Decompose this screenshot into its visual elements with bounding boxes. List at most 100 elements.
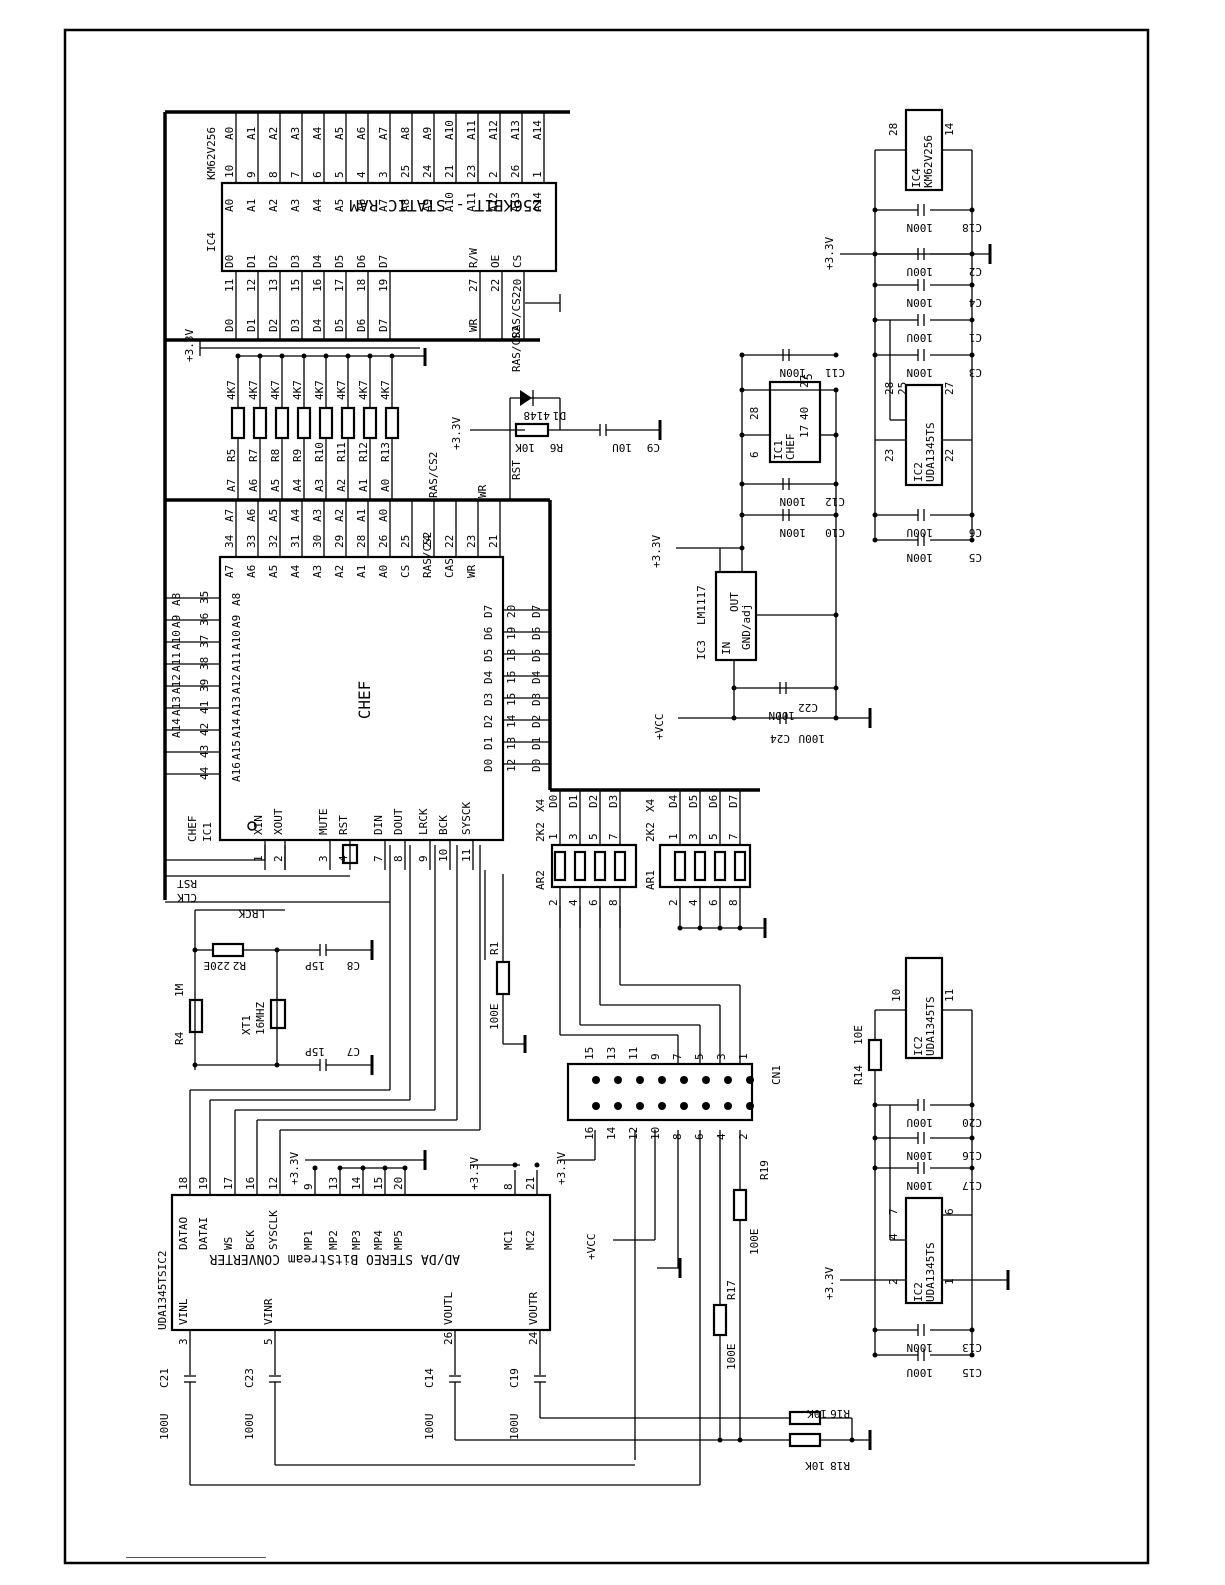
junction <box>872 317 878 323</box>
chef-top-net: A7 <box>223 509 236 522</box>
array-top-pin: 1 <box>547 833 560 840</box>
br-cap-ref: C17 <box>962 1179 982 1192</box>
codec-top-pin-name: DATAI <box>197 1217 210 1250</box>
tr-cap-value: 100U <box>907 331 934 344</box>
connector-pin <box>680 1076 688 1084</box>
cn1-top-pin: 11 <box>627 1047 640 1060</box>
ram-data-net: D7 <box>377 319 390 332</box>
junction <box>739 481 745 487</box>
ram-addr-name: A0 <box>223 199 236 212</box>
chef-left-pin-num: 39 <box>198 679 211 692</box>
junction <box>872 1135 878 1141</box>
ram-data-name: D1 <box>245 255 258 268</box>
junction <box>257 353 263 359</box>
chef-left-pin-num: 44 <box>198 766 211 780</box>
ram-ctrl-net-wr: WR <box>467 318 480 332</box>
chef-bottom-pin-name: LRCK <box>417 808 430 835</box>
ram-addr-net: A9 <box>421 127 434 140</box>
array-resistor <box>673 850 687 882</box>
sheet-border <box>63 28 1150 1565</box>
clock-circuit: R4 1M 220E R2 XT1 16MHZ 15P C8 15P C7 CL… <box>165 845 527 1075</box>
pullup-ref: R10 <box>313 442 326 462</box>
bottom-right-decoupling: IC2 UDA1345TS 10 11 R14 10E IC2 UDA1345T… <box>823 956 1010 1379</box>
pullup-value: 4K7 <box>335 380 348 400</box>
ram-addr-name: A12 <box>487 192 500 212</box>
junction <box>235 353 241 359</box>
ic2b-power-pin: 2 <box>887 1278 900 1285</box>
junction <box>312 1165 318 1171</box>
ram-addr-pin: 2 <box>487 171 500 178</box>
xt1-ref: XT1 <box>240 1015 253 1035</box>
br-cap-ref: C20 <box>962 1116 982 1129</box>
array-bot-pin: 8 <box>607 899 620 906</box>
d1-value: 4148 <box>524 409 551 422</box>
ic3-pin-in: IN <box>720 642 733 655</box>
junction <box>872 207 878 213</box>
ram-addr-net: A11 <box>465 120 478 140</box>
chef-left-pin-num: 35 <box>198 591 211 604</box>
chef-left-pin-name: A9 <box>230 615 243 628</box>
ram-addr-name: A5 <box>333 199 346 212</box>
array-resistor <box>613 850 627 882</box>
chef-top-pin-name: A0 <box>377 565 390 578</box>
pullup-ref: R13 <box>379 442 392 462</box>
d1-ref: D1 <box>553 409 566 422</box>
ram-addr-name: A9 <box>421 199 434 212</box>
chef-top-net: A4 <box>289 508 302 522</box>
junction <box>969 317 975 323</box>
connector-pin <box>636 1102 644 1110</box>
ram-data-pin: 18 <box>355 279 368 292</box>
chef-bottom-pin-name: SYSCK <box>460 802 473 835</box>
ram-addr-pin: 1 <box>531 171 544 178</box>
ram-data-name: D5 <box>333 255 346 268</box>
r2-body <box>211 942 245 958</box>
pullup-net: A3 <box>313 479 326 492</box>
ram-addr-net: A7 <box>377 127 390 140</box>
pullup-value: 4K7 <box>379 380 392 400</box>
ic1-power-pin: 5 <box>802 373 815 380</box>
pullup-value: 4K7 <box>225 380 238 400</box>
chef-top-net: A2 <box>333 509 346 522</box>
connector-pin <box>658 1076 666 1084</box>
array-bot-pin: 8 <box>727 899 740 906</box>
junction <box>969 207 975 213</box>
r17-body <box>712 1303 728 1337</box>
array-net: D6 <box>707 795 720 808</box>
codec-top-pin-num: 9 <box>302 1183 315 1190</box>
codec-top-pin-num: 20 <box>392 1177 405 1190</box>
array-top-pin: 5 <box>707 833 720 840</box>
chef-left-net: A12 <box>170 674 183 694</box>
ram-addr-pin: 4 <box>355 171 368 178</box>
r4-value: 1M <box>173 983 186 997</box>
chef-right-net: D2 <box>530 715 543 728</box>
chef-top-pin-name: A6 <box>245 565 258 578</box>
chef-left-pin-num: 41 <box>198 701 211 714</box>
ram-addr-name: A7 <box>377 199 390 212</box>
array-net: D0 <box>547 795 560 808</box>
chef-top-pin-name: A4 <box>289 564 302 578</box>
ram-addr-pin: 5 <box>333 171 346 178</box>
r4-body <box>188 998 204 1034</box>
codec-top-pin-num: 13 <box>327 1177 340 1190</box>
chef-left-pin-num: 38 <box>198 657 211 670</box>
chef-bottom-pin-name: DIN <box>372 815 385 835</box>
array-bot-pin: 6 <box>587 899 600 906</box>
r6-value: 10K <box>515 441 535 454</box>
chef-left-pin-num: 43 <box>198 745 211 758</box>
array-top-pin: 3 <box>567 833 580 840</box>
chef-bottom-pin-num: 8 <box>392 855 405 862</box>
diode-d1 <box>520 390 532 406</box>
chef-top-net: A6 <box>245 509 258 522</box>
net-lrck: LRCK <box>238 907 265 920</box>
chef-bottom-pin-name: XOUT <box>272 808 285 835</box>
cn1-top-pin: 9 <box>649 1053 662 1060</box>
junction <box>969 1352 975 1358</box>
chef-top-pin-num: 28 <box>355 535 368 548</box>
connector-pin <box>746 1102 754 1110</box>
ram-addr-net: A6 <box>355 127 368 140</box>
rst-pin-box <box>341 843 359 865</box>
ic2-power-part: UDA1345TS <box>924 422 937 482</box>
ram-data-pin: 15 <box>289 279 302 292</box>
array-bot-pin: 2 <box>667 899 680 906</box>
